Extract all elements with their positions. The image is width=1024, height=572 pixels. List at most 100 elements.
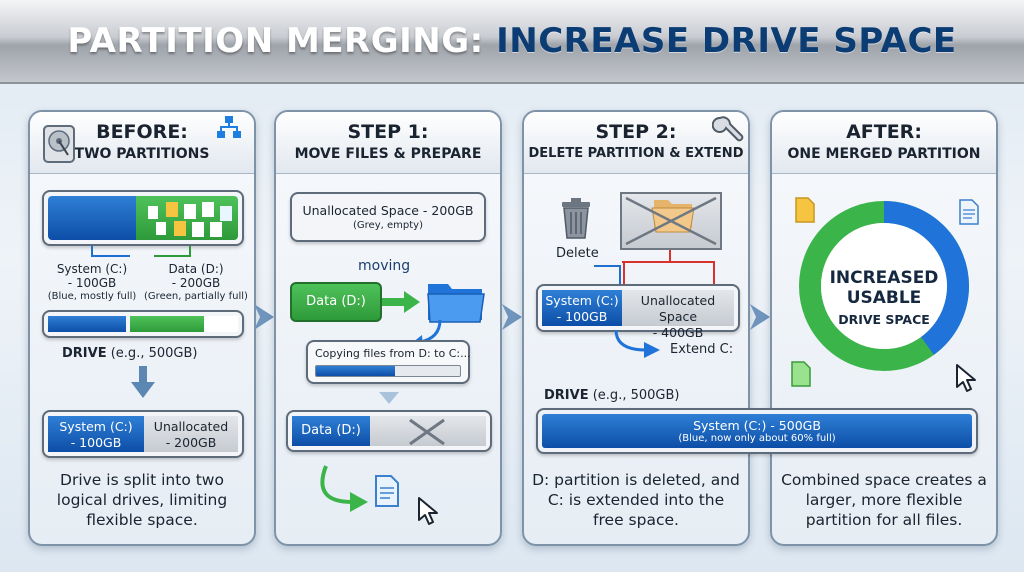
result-system-label: System (C:): [59, 419, 133, 434]
wrench-icon: [712, 116, 744, 142]
extend-arrow-icon: [614, 330, 660, 358]
result-unallocated-block: Unallocated - 200GB: [144, 416, 238, 452]
system-partition-label: System (C:) - 100GB (Blue, mostly full): [40, 262, 144, 304]
trash-icon: [562, 198, 590, 239]
cursor-icon-2: [956, 364, 976, 392]
panel-after-heading: AFTER:: [846, 121, 922, 143]
copy-progress-fill: [316, 366, 396, 376]
folder-icon: [427, 284, 485, 323]
page-title: PARTITION MERGING: INCREASE DRIVE SPACE: [67, 21, 956, 61]
step2-system-size: - 100GB: [556, 309, 608, 324]
delete-label[interactable]: Delete: [556, 246, 599, 261]
unallocated-note: (Grey, empty): [353, 220, 423, 231]
unallocated-title: Unallocated Space - 200GB: [302, 203, 474, 218]
merged-system-block: System (C:) - 500GB (Blue, now only abou…: [542, 414, 972, 448]
panel-step2-header: STEP 2: DELETE PARTITION & EXTEND: [524, 112, 748, 174]
moving-label: moving: [358, 258, 411, 274]
data-partition-bar: Data (D:): [286, 410, 492, 452]
hard-drive-icon: [43, 125, 75, 163]
drive-caption: DRIVE (e.g., 500GB): [62, 346, 197, 361]
copy-progress-text: Copying files from D: to C:...: [315, 347, 471, 360]
drive-bar-system: [48, 316, 126, 332]
panel-after-subheading: ONE MERGED PARTITION: [787, 146, 981, 162]
green-curved-arrow-icon: [320, 465, 368, 512]
data-bar-cleared: [370, 416, 486, 446]
step-arrow-icon-2: [502, 304, 522, 330]
step2-system-label: System (C:): [545, 293, 619, 308]
panel-step1: STEP 1: MOVE FILES & PREPARE Unallocated…: [274, 110, 502, 546]
panel-step2-subheading: DELETE PARTITION & EXTEND: [528, 146, 744, 161]
deleted-folder-icon: [625, 196, 717, 246]
drive-note: (e.g., 500GB): [110, 346, 198, 361]
data-partition-label: Data (D:) - 200GB (Green, partially full…: [142, 262, 250, 304]
drive-label: DRIVE: [62, 346, 107, 361]
data-bar-label: Data (D:): [292, 416, 370, 446]
drive-bar-data: [130, 316, 204, 332]
step2-connectors: [594, 250, 715, 284]
deleted-folder-box: [620, 192, 722, 250]
panel-step2-caption: D: partition is deleted, and C: is exten…: [532, 471, 740, 529]
copy-progress-track: [315, 365, 461, 377]
panel-before: BEFORE: TWO PARTITIONS: [28, 110, 256, 546]
extend-label[interactable]: Extend C:: [670, 342, 734, 357]
panel-after-caption: Combined space creates a larger, more fl…: [781, 471, 987, 529]
donut-line-1: INCREASED: [829, 268, 939, 288]
cross-icon: [409, 418, 445, 446]
files-icon: [148, 202, 232, 237]
step-arrow-icon: [254, 304, 274, 330]
data-partition-button[interactable]: Data (D:): [290, 282, 382, 322]
drive-bar-free: [204, 316, 238, 332]
yellow-file-icon: [795, 197, 815, 223]
result-system-block: System (C:) - 100GB: [48, 416, 144, 452]
partition-data-block: [136, 196, 238, 240]
result-unalloc-size: - 200GB: [165, 435, 217, 450]
result-system-size: - 100GB: [70, 435, 122, 450]
faded-down-arrow-icon: [379, 392, 399, 404]
panel-step1-header: STEP 1: MOVE FILES & PREPARE: [276, 112, 500, 174]
step2-drive-label: DRIVE: [544, 388, 589, 403]
title-banner: PARTITION MERGING: INCREASE DRIVE SPACE: [0, 0, 1024, 84]
network-icon: [217, 116, 241, 138]
green-file-icon: [791, 361, 811, 387]
data-label-text: Data (D:): [168, 262, 224, 276]
step-arrow-icon-3: [750, 304, 770, 330]
green-right-arrow-icon: [382, 291, 420, 313]
title-part-1: PARTITION MERGING:: [67, 21, 484, 61]
usable-space-donut: [799, 201, 969, 371]
document-icon: [959, 199, 979, 225]
system-note-text: (Blue, mostly full): [47, 291, 137, 302]
panel-before-heading: BEFORE:: [96, 121, 188, 143]
drive-bar: [42, 310, 244, 338]
step2-partition-bar: System (C:) - 100GB Unallocated Space - …: [536, 284, 740, 340]
copy-progress-dialog: Copying files from D: to C:...: [306, 340, 471, 384]
donut-line-2: USABLE: [846, 288, 922, 308]
donut-blue-arc: [799, 201, 969, 371]
step2-unallocated-block: Unallocated Space - 400GB: [622, 290, 734, 340]
down-arrow-icon: [131, 366, 155, 398]
step2-unalloc-size: - 400GB: [652, 325, 704, 340]
result-partition-bar: System (C:) - 100GB Unallocated - 200GB: [42, 410, 244, 458]
donut-line-3: DRIVE SPACE: [838, 312, 930, 327]
donut-label: INCREASED USABLE DRIVE SPACE: [824, 268, 944, 327]
donut-center: [821, 223, 947, 349]
result-unalloc-label: Unallocated: [153, 419, 229, 434]
merged-system-note: (Blue, now only about 60% full): [678, 433, 836, 444]
step2-unalloc-label: Unallocated Space: [640, 293, 716, 324]
partition-connectors: [91, 246, 191, 257]
unallocated-space-box: Unallocated Space - 200GB (Grey, empty): [290, 192, 486, 242]
partition-system-block: [48, 196, 136, 240]
panel-step2: STEP 2: DELETE PARTITION & EXTEND Delete…: [522, 110, 750, 546]
panel-before-caption: Drive is split into two logical drives, …: [56, 471, 228, 529]
system-size-text: - 100GB: [67, 276, 117, 290]
panel-after-header: AFTER: ONE MERGED PARTITION: [772, 112, 996, 174]
step2-drive-note: (e.g., 500GB): [592, 388, 680, 403]
step2-drive-caption: DRIVE (e.g., 500GB): [544, 388, 679, 403]
panel-step1-heading: STEP 1:: [347, 121, 429, 143]
file-icon: [375, 475, 399, 507]
data-size-text: - 200GB: [171, 276, 221, 290]
panel-step2-heading: STEP 2:: [595, 121, 677, 143]
merged-drive-bar: System (C:) - 500GB (Blue, now only abou…: [536, 408, 978, 454]
panel-step1-subheading: MOVE FILES & PREPARE: [294, 146, 482, 162]
system-label-text: System (C:): [56, 262, 128, 276]
step2-system-block: System (C:) - 100GB: [542, 290, 622, 326]
